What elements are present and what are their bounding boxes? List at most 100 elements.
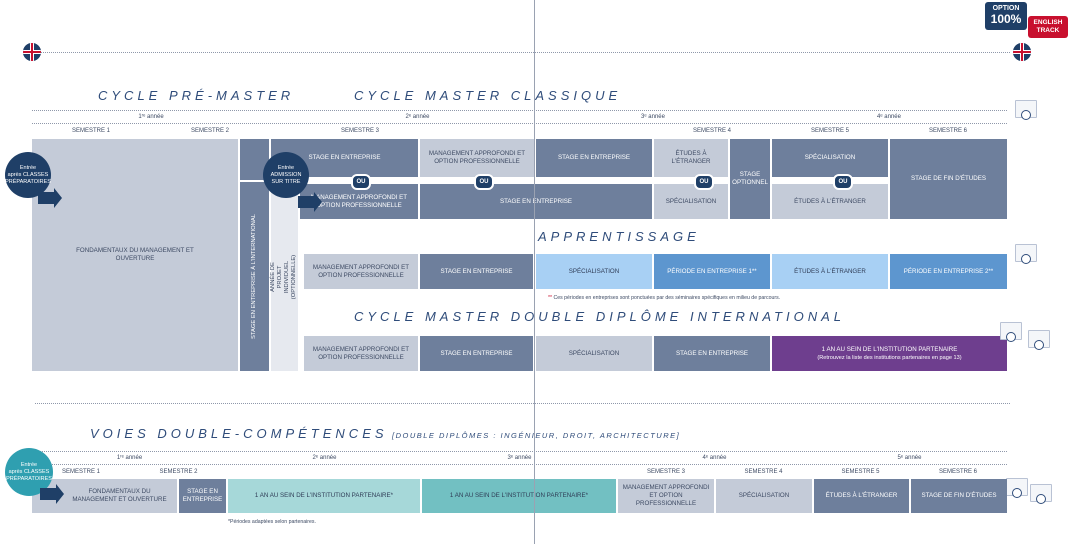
- entry-admission-titre: Entrée ADMISSION SUR TITRE: [263, 152, 309, 198]
- classique-stage-fin-label: STAGE DE FIN D'ÉTUDES: [911, 175, 986, 182]
- certificate-icon: [1015, 244, 1037, 264]
- fondamentaux-block: FONDAMENTAUX DU MANAGEMENT ET OUVERTURE: [32, 139, 238, 371]
- voies-etudes-label: ÉTUDES À L'ÉTRANGER: [825, 492, 898, 499]
- classique-stage-fin: STAGE DE FIN D'ÉTUDES: [890, 139, 1007, 219]
- option-100-badge: OPTION 100%: [985, 2, 1027, 30]
- voies-semester-line: [32, 464, 1007, 465]
- uk-flag-icon: [23, 43, 41, 61]
- voies-specialisation: SPÉCIALISATION: [716, 479, 812, 513]
- voies-title-group: VOIES DOUBLE-COMPÉTENCES [DOUBLE DIPLÔME…: [90, 425, 680, 443]
- classique-r1-specialisation: SPÉCIALISATION: [772, 139, 888, 177]
- voies-institution-1: 1 AN AU SEIN DE L'INSTITUTION PARTENAIRE…: [228, 479, 420, 513]
- semester-2: SEMESTRE 2: [190, 128, 229, 134]
- voies-year-3: 3ᵉ année: [507, 454, 532, 461]
- voies-semester-6: SEMESTRE 6: [938, 469, 977, 475]
- classique-r1-etudes-label: ÉTUDES À L'ÉTRANGER: [671, 150, 711, 165]
- year-2: 2ᵉ année: [405, 113, 430, 120]
- entry-line: après CLASSES: [7, 171, 49, 178]
- entry-arrow-icon: [298, 192, 322, 212]
- classique-r2-etudes-label: ÉTUDES À L'ÉTRANGER: [794, 197, 866, 205]
- middle-dotted-line: [35, 403, 1010, 404]
- dd-partenaire-sub: (Retrouvez la liste des institutions par…: [817, 354, 962, 361]
- badge-line1: OPTION: [992, 5, 1020, 12]
- app-periode-1: PÉRIODE EN ENTREPRISE 1**: [654, 254, 770, 289]
- voies-year-5: 5ᵉ année: [897, 454, 922, 461]
- certificate-icon: [1028, 330, 1050, 350]
- voies-institution-2-label: 1 AN AU SEIN DE L'INSTITUTION PARTENAIRE…: [449, 492, 589, 499]
- classique-r2-etudes: ÉTUDES À L'ÉTRANGER: [772, 184, 888, 219]
- entry-arrow-icon: [40, 484, 64, 504]
- entry-arrow-icon: [38, 188, 62, 208]
- title-apprentissage: APPRENTISSAGE: [538, 229, 700, 244]
- entry-line: PRÉPARATOIRES: [5, 178, 51, 185]
- certificate-icon: [1006, 478, 1028, 498]
- ou-badge: OU: [833, 174, 853, 190]
- year-1: 1ʳᵉ année: [138, 113, 164, 120]
- app-note: ** Ces périodes en entreprises sont ponc…: [548, 295, 780, 301]
- voies-stage-fin: STAGE DE FIN D'ÉTUDES: [911, 479, 1007, 513]
- title-master-classique: CYCLE MASTER CLASSIQUE: [354, 88, 622, 103]
- classique-r2-stage-label: STAGE EN ENTREPRISE: [499, 197, 573, 205]
- semester-6: SEMESTRE 6: [928, 128, 967, 134]
- voies-stage-fin-label: STAGE DE FIN D'ÉTUDES: [921, 492, 997, 499]
- ou-badge: OU: [351, 174, 371, 190]
- certificate-icon: [1015, 100, 1037, 120]
- dd-stage-label: STAGE EN ENTREPRISE: [440, 349, 513, 357]
- classique-r1-management: MANAGEMENT APPROFONDI ET OPTION PROFESSI…: [420, 139, 534, 177]
- app-note-mark: **: [548, 295, 553, 301]
- dd-specialisation-label: SPÉCIALISATION: [568, 349, 620, 357]
- certificate-icon: [1000, 322, 1022, 342]
- semester-1: SEMESTRE 1: [71, 128, 110, 134]
- ou-badge: OU: [694, 174, 714, 190]
- app-stage-label: STAGE EN ENTREPRISE: [440, 267, 513, 275]
- fondamentaux-label: FONDAMENTAUX DU MANAGEMENT ET OUVERTURE: [76, 247, 194, 262]
- voies-management-label: MANAGEMENT APPROFONDI ET OPTION PROFESSI…: [622, 484, 710, 507]
- entry-line: SUR TITRE: [271, 178, 301, 185]
- badge-track: ENGLISH TRACK: [1033, 19, 1063, 34]
- voies-semester-1: SEMESTRE 1: [61, 469, 100, 475]
- classique-r1-stage2: STAGE EN ENTREPRISE: [536, 139, 652, 177]
- dd-stage: STAGE EN ENTREPRISE: [420, 336, 533, 371]
- badge-line2: 100%: [990, 12, 1022, 26]
- dd-management-label: MANAGEMENT APPROFONDI ET OPTION PROFESSI…: [312, 345, 410, 361]
- voies-institution-2: 1 AN AU SEIN DE L'INSTITUTION PARTENAIRE…: [422, 479, 616, 513]
- dd-partenaire-label: 1 AN AU SEIN DE L'INSTITUTION PARTENAIRE: [821, 345, 958, 353]
- stage-international-label: STAGE EN ENTREPRISE À L'INTERNATIONAL: [251, 214, 257, 339]
- app-management-label: MANAGEMENT APPROFONDI ET OPTION PROFESSI…: [312, 263, 410, 279]
- year-row-line: [32, 110, 1007, 111]
- app-etudes-label: ÉTUDES À L'ÉTRANGER: [794, 267, 866, 275]
- voies-stage-label: STAGE EN ENTREPRISE: [182, 488, 223, 503]
- classique-r2-management-label: MANAGEMENT APPROFONDI ET OPTION PROFESSI…: [310, 193, 408, 209]
- app-stage: STAGE EN ENTREPRISE: [420, 254, 533, 289]
- dd-specialisation: SPÉCIALISATION: [536, 336, 652, 371]
- app-periode-2-label: PÉRIODE EN ENTREPRISE 2**: [903, 267, 994, 275]
- uk-flag-icon: [1013, 43, 1031, 61]
- classique-r2-stage: STAGE EN ENTREPRISE: [420, 184, 652, 219]
- title-pre-master: CYCLE PRÉ-MASTER: [98, 88, 295, 103]
- voies-stage: STAGE EN ENTREPRISE: [179, 479, 226, 513]
- title-double-diplome: CYCLE MASTER DOUBLE DIPLÔME INTERNATIONA…: [354, 309, 845, 324]
- voies-note: *Périodes adaptées selon partenaires.: [228, 519, 316, 525]
- voies-semester-2: SEMESTRE 2: [159, 469, 198, 475]
- classique-r1-stage-label: STAGE EN ENTREPRISE: [308, 154, 381, 161]
- dd-stage2: STAGE EN ENTREPRISE: [654, 336, 770, 371]
- voies-semester-5: SEMESTRE 5: [841, 469, 880, 475]
- voies-etudes: ÉTUDES À L'ÉTRANGER: [814, 479, 909, 513]
- projet-individuel-block: ANNÉE DE PROJET INDIVIDUEL (OPTIONNELLE): [271, 182, 298, 371]
- app-note-text: Ces périodes en entreprises sont ponctué…: [553, 295, 781, 301]
- voies-management: MANAGEMENT APPROFONDI ET OPTION PROFESSI…: [618, 479, 714, 513]
- year-4: 4ᵉ année: [877, 113, 901, 120]
- classique-r1-stage2-label: STAGE EN ENTREPRISE: [557, 154, 631, 161]
- semester-4: SEMESTRE 4: [692, 128, 731, 134]
- voies-year-2: 2ᵉ année: [312, 454, 337, 461]
- semester-5: SEMESTRE 5: [810, 128, 849, 134]
- english-track-badge: ENGLISH TRACK: [1028, 16, 1068, 38]
- title-voies-sub: [DOUBLE DIPLÔMES : INGÉNIEUR, DROIT, ARC…: [392, 431, 681, 440]
- classique-stage-optionnel: STAGE OPTIONNEL: [730, 139, 770, 219]
- classique-r1-specialisation-label: SPÉCIALISATION: [804, 154, 856, 161]
- dd-stage2-label: STAGE EN ENTREPRISE: [675, 349, 749, 357]
- page-fold-line: [534, 0, 535, 544]
- entry-line: Entrée: [20, 461, 38, 468]
- entry-classes-prepa: Entrée après CLASSES PRÉPARATOIRES: [5, 152, 51, 198]
- projet-individuel-label: ANNÉE DE PROJET INDIVIDUEL (OPTIONNELLE): [270, 254, 298, 299]
